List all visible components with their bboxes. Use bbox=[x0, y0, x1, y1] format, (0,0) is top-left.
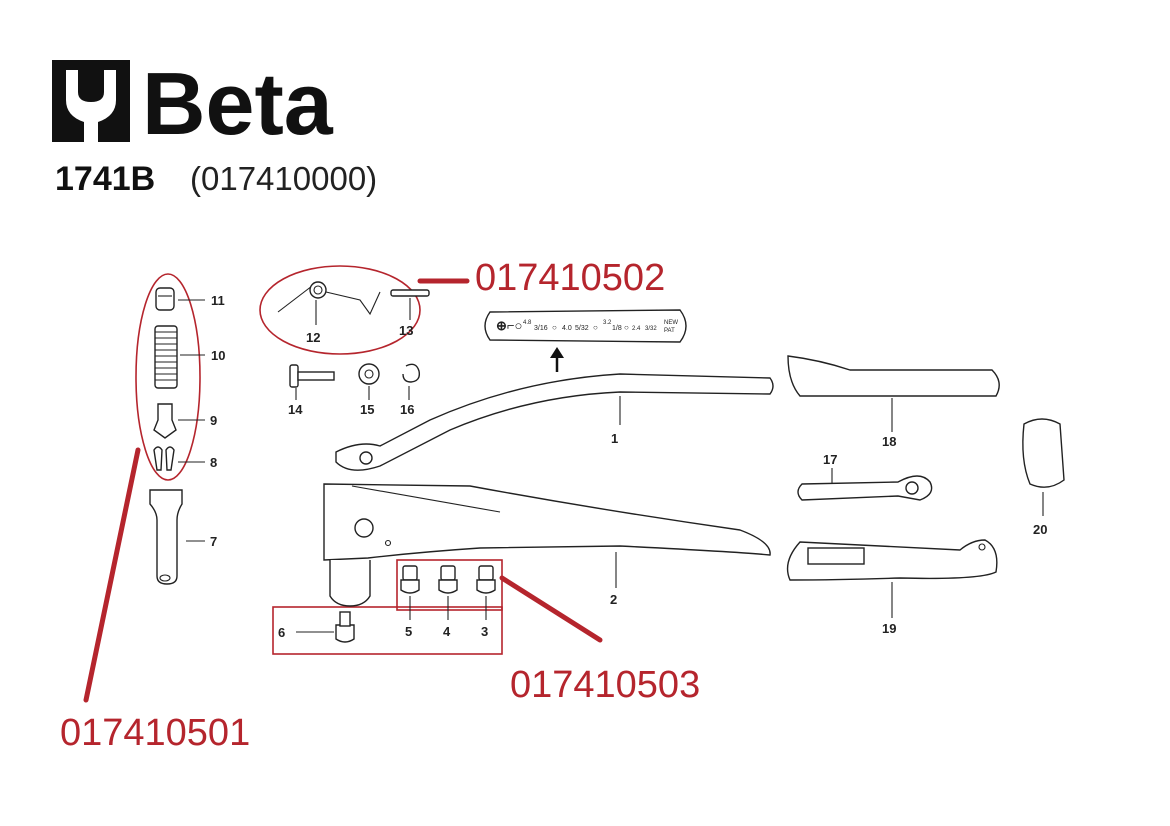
part-number-7: 7 bbox=[210, 534, 217, 549]
svg-text:3/16: 3/16 bbox=[534, 325, 548, 332]
part-number-5: 5 bbox=[405, 624, 412, 639]
part-16 bbox=[402, 363, 421, 400]
svg-text:○: ○ bbox=[624, 323, 629, 332]
part-12 bbox=[277, 281, 381, 325]
part-17 bbox=[797, 468, 933, 501]
part-4 bbox=[438, 565, 458, 620]
part-14 bbox=[289, 364, 335, 400]
svg-text:1/8: 1/8 bbox=[612, 325, 622, 332]
part-number-1: 1 bbox=[611, 431, 618, 446]
kit-503-outline-top bbox=[396, 559, 503, 611]
part-number-2: 2 bbox=[610, 592, 617, 607]
part-19 bbox=[786, 539, 998, 618]
arrow-up-icon bbox=[550, 347, 564, 372]
part-7 bbox=[149, 489, 205, 585]
part-5 bbox=[400, 565, 420, 620]
part-3 bbox=[476, 565, 496, 620]
part-9 bbox=[153, 403, 205, 439]
part-number-6: 6 bbox=[278, 625, 285, 640]
part-18 bbox=[787, 355, 1000, 432]
part-20 bbox=[1022, 418, 1065, 516]
part-13 bbox=[390, 289, 430, 320]
part-number-19: 19 bbox=[882, 621, 896, 636]
part-number-13: 13 bbox=[399, 323, 413, 338]
part-15 bbox=[358, 363, 380, 400]
part-number-12: 12 bbox=[306, 330, 320, 345]
model-number: 1741B bbox=[55, 160, 156, 198]
svg-text:2.4: 2.4 bbox=[632, 326, 641, 332]
part-number-3: 3 bbox=[481, 624, 488, 639]
part-8 bbox=[153, 446, 205, 471]
part-2 bbox=[323, 483, 771, 607]
part-number-18: 18 bbox=[882, 434, 896, 449]
beta-logo: Beta bbox=[52, 60, 334, 142]
svg-text:4.8: 4.8 bbox=[523, 320, 532, 326]
part-number-15: 15 bbox=[360, 402, 374, 417]
part-number-4: 4 bbox=[443, 624, 451, 639]
part-6 bbox=[296, 611, 355, 643]
part-11 bbox=[155, 287, 205, 311]
part-1 bbox=[335, 373, 774, 471]
part-number-14: 14 bbox=[288, 402, 303, 417]
svg-text:PAT: PAT bbox=[664, 328, 675, 334]
kit-label-017410502: 017410502 bbox=[475, 257, 666, 299]
part-number-9: 9 bbox=[210, 413, 217, 428]
part-number-20: 20 bbox=[1033, 522, 1047, 537]
svg-text:4.0: 4.0 bbox=[562, 325, 572, 332]
part-number-11: 11 bbox=[211, 293, 225, 308]
svg-text:○: ○ bbox=[593, 323, 598, 332]
kit-503-outline-bottom bbox=[272, 606, 503, 655]
model-code: (017410000) bbox=[190, 160, 378, 197]
kit-503-leader bbox=[499, 575, 603, 643]
part-number-10: 10 bbox=[211, 348, 225, 363]
kit-501-outline bbox=[135, 273, 201, 481]
kit-502-outline bbox=[259, 265, 421, 355]
svg-text:⊕⌐○: ⊕⌐○ bbox=[496, 318, 522, 333]
svg-text:3/32: 3/32 bbox=[645, 326, 657, 332]
svg-text:3.2: 3.2 bbox=[603, 320, 612, 326]
kit-label-017410501: 017410501 bbox=[60, 712, 251, 754]
part-number-17: 17 bbox=[823, 452, 837, 467]
svg-text:○: ○ bbox=[552, 323, 557, 332]
logo-text: Beta bbox=[142, 60, 334, 142]
part-10 bbox=[154, 325, 205, 389]
part-number-8: 8 bbox=[210, 455, 217, 470]
kit-501-leader bbox=[83, 447, 141, 703]
part-number-16: 16 bbox=[400, 402, 414, 417]
nosepiece-size-plate: ⊕⌐○ 4.8 3/16 ○ 4.0 5/32 ○ 3.2 1/8 ○ 2.4 … bbox=[484, 309, 687, 343]
svg-text:5/32: 5/32 bbox=[575, 325, 589, 332]
svg-text:NEW: NEW bbox=[664, 320, 678, 326]
kit-label-017410503: 017410503 bbox=[510, 664, 701, 706]
